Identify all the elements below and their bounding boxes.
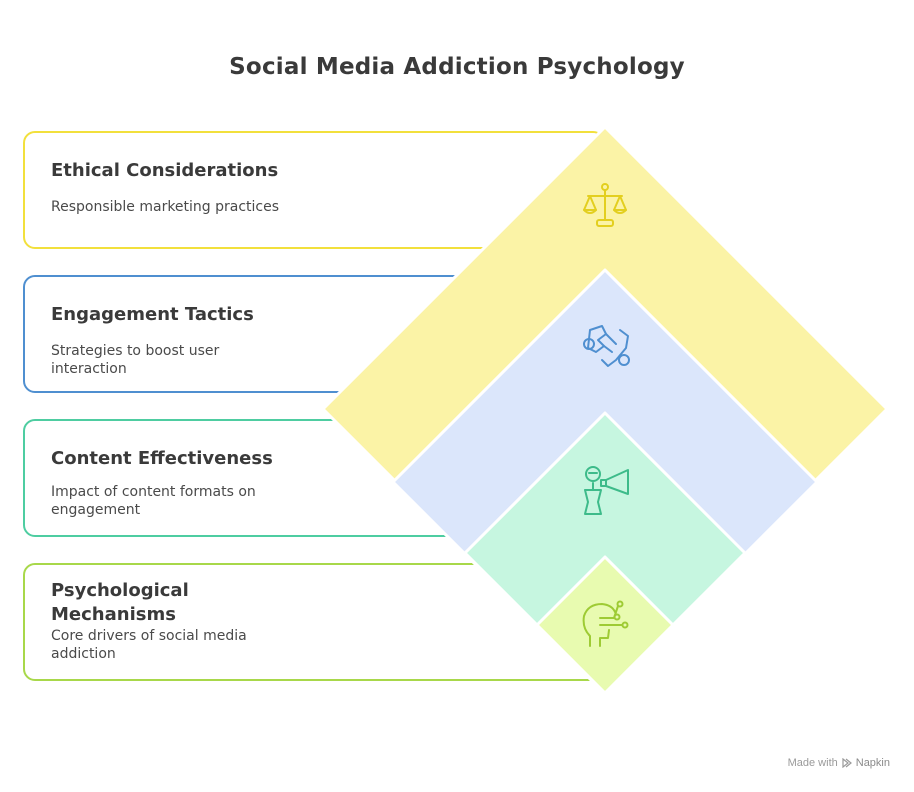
napkin-logo-icon	[842, 758, 852, 768]
level-description: Core drivers of social media addiction	[51, 628, 247, 662]
level-description: Strategies to boost user interaction	[51, 343, 220, 377]
handshake-icon	[583, 325, 630, 367]
level-title: Psychological Mechanisms	[51, 580, 189, 625]
level-description: Responsible marketing practices	[51, 199, 280, 215]
made-with-label: Made with	[787, 757, 838, 769]
page-title: Social Media Addiction Psychology	[229, 54, 685, 80]
scales-icon	[583, 183, 627, 227]
napkin-brand-label: Napkin	[855, 757, 890, 769]
level-title: Content Effectiveness	[51, 448, 273, 469]
level-title: Engagement Tactics	[51, 304, 254, 325]
made-with-napkin-footer: Made with Napkin	[788, 757, 890, 769]
level-description: Impact of content formats on engagement	[51, 484, 256, 518]
megaphone-person-icon	[584, 466, 629, 515]
head-circuit-icon	[582, 600, 629, 647]
level-title: Ethical Considerations	[51, 160, 279, 181]
